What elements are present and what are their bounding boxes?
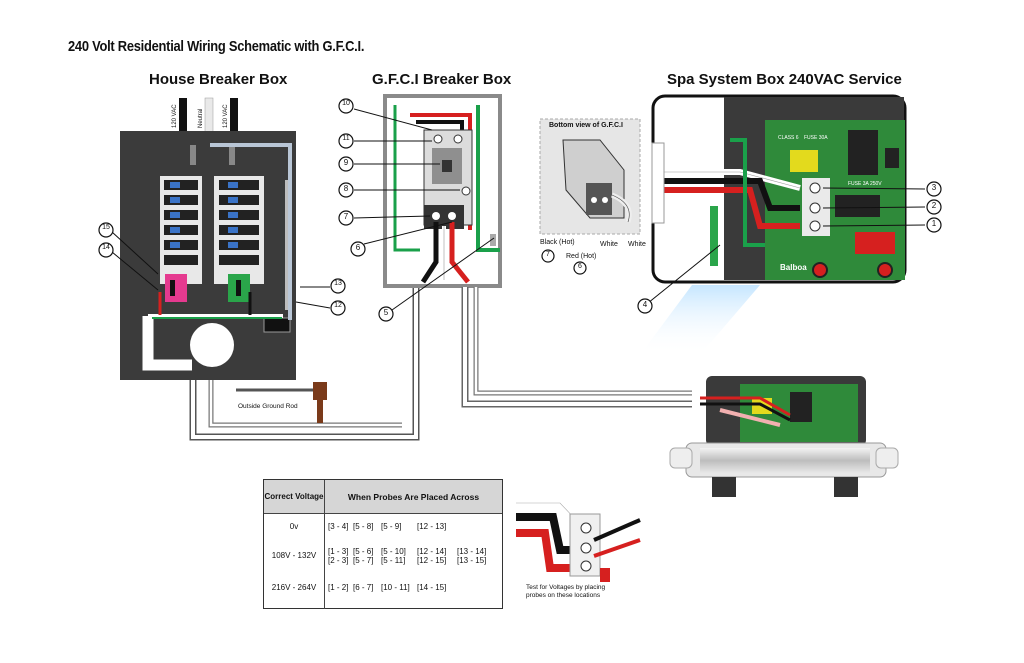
row0-cell: [12 - 13] (417, 522, 447, 531)
table-header-voltage: Correct Voltage (264, 480, 325, 513)
callout-3: 3 (931, 183, 937, 192)
callout-7: 7 (343, 212, 349, 221)
probe-test-inset (512, 494, 641, 582)
inset-callout-7: 7 (546, 251, 550, 258)
probe-test-note: Test for Voltages by placing probes on t… (526, 584, 606, 599)
gfci-breaker-box-title: G.F.C.I Breaker Box (372, 71, 512, 88)
house-breaker-box-title: House Breaker Box (149, 71, 288, 88)
row0-cell: [5 - 9] (381, 522, 402, 531)
row0-voltage: 0v (289, 522, 299, 531)
callout-9: 9 (343, 158, 349, 167)
row1-cell: [13 - 14] (457, 547, 487, 556)
spa-system-box-title: Spa System Box 240VAC Service (667, 71, 902, 88)
row2-cell: [6 - 7] (353, 583, 374, 592)
row0-cell: [5 - 8] (353, 522, 374, 531)
incoming-hot-wire-right (230, 98, 238, 136)
callout-8: 8 (343, 184, 349, 193)
callout-14: 14 (102, 244, 110, 251)
label-white-2: White (628, 241, 646, 248)
callout-6: 6 (355, 243, 361, 252)
row1-cell: [1 - 3] (328, 547, 349, 556)
label-120vac-right: 120 VAC (223, 104, 229, 128)
row2-cell: [14 - 15] (417, 583, 447, 592)
gfci-bottom-view-inset (539, 118, 641, 235)
row2-voltage: 216V - 264V (271, 583, 317, 592)
balboa-logo: Balboa (780, 263, 807, 272)
main-breaker-pink (165, 274, 187, 302)
row1-cell: [12 - 14] (417, 547, 447, 556)
incoming-neutral-wire (204, 97, 214, 137)
row1-cell: [5 - 10] (381, 547, 406, 556)
callout-11: 11 (342, 135, 350, 142)
callout-12: 12 (334, 302, 342, 309)
row0-cell: [3 - 4] (328, 522, 349, 531)
table-header-probes: When Probes Are Placed Across (347, 491, 480, 502)
row1-cell: [12 - 15] (417, 556, 447, 565)
row1-cell: [5 - 7] (353, 556, 374, 565)
row1-voltage: 108V - 132V (271, 551, 317, 560)
label-ground-rod: Outside Ground Rod (238, 403, 298, 410)
callout-2: 2 (931, 201, 937, 210)
board-fuse-30a: FUSE 30A (804, 135, 828, 141)
inset-callout-6: 6 (578, 263, 582, 270)
row1-cell: [2 - 3] (328, 556, 349, 565)
incoming-hot-wire-left (179, 98, 187, 136)
callout-13: 13 (334, 280, 342, 287)
voltage-table: Correct Voltage When Probes Are Placed A… (263, 479, 503, 609)
spa-pack-assembly (669, 376, 899, 497)
callout-10: 10 (342, 100, 350, 107)
breaker-columns (160, 176, 264, 302)
label-neutral: Neutral (198, 108, 204, 128)
gfci-inset-title: Bottom view of G.F.C.I (549, 122, 623, 129)
label-black-hot: Black (Hot) (540, 239, 575, 246)
callout-1: 1 (931, 219, 937, 228)
callout-4: 4 (642, 300, 648, 309)
callout-circles (98, 98, 942, 322)
gfci-breaker-box (383, 94, 692, 408)
row2-cell: [1 - 2] (328, 583, 349, 592)
label-white-1: White (600, 241, 618, 248)
callout-15: 15 (102, 224, 110, 231)
diagram-title: 240 Volt Residential Wiring Schematic wi… (68, 38, 365, 55)
row1-cell: [13 - 15] (457, 556, 487, 565)
label-120vac-left: 120 VAC (172, 104, 178, 128)
board-class-label: CLASS 6 (778, 135, 799, 141)
callout-5: 5 (383, 308, 389, 317)
house-breaker-box (120, 97, 420, 441)
label-red-hot: Red (Hot) (566, 253, 597, 260)
callout-leaders (111, 108, 926, 311)
board-fuse-3a: FUSE 3A 250V (848, 181, 882, 187)
row1-cell: [5 - 6] (353, 547, 374, 556)
row1-cell: [5 - 11] (381, 556, 406, 565)
row2-cell: [10 - 11] (381, 583, 410, 592)
